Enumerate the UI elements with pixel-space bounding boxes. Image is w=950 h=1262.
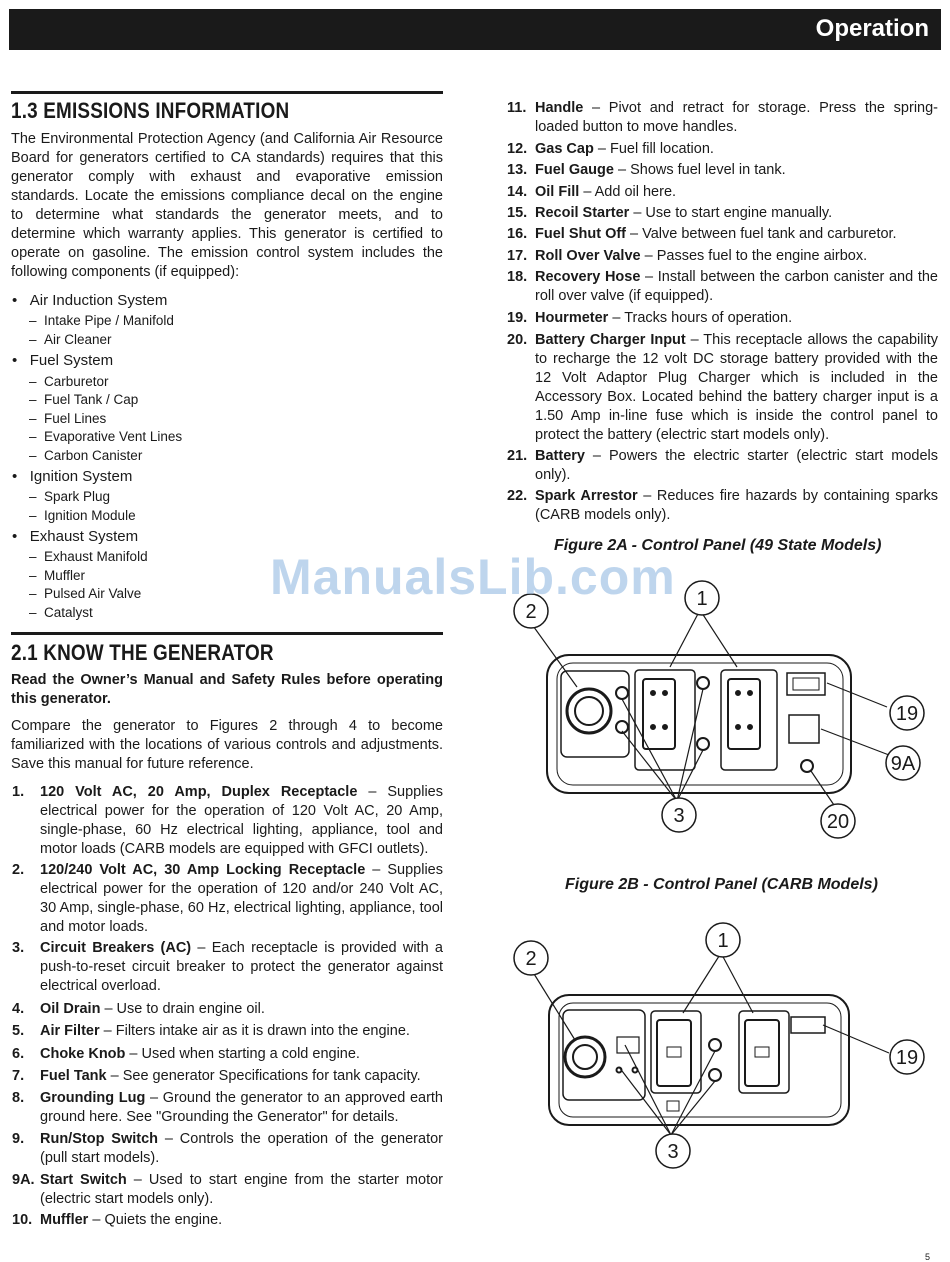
emissions-intro: The Environmental Protection Agency (and… [11,131,443,280]
list-item: 2.120/240 Volt AC, 30 Amp Locking Recept… [12,862,443,935]
figure-2b-control-panel: 1 2 19 3 [513,922,925,1169]
sub-bullet-item: – Ignition Module [29,508,136,523]
figure-2a-control-panel: 2 1 19 9A 3 20 [513,580,925,839]
sub-bullet-item: – Pulsed Air Valve [29,586,142,601]
list-item: 9A.Start Switch – Used to start engine f… [12,1172,443,1207]
list-item: 1.120 Volt AC, 20 Amp, Duplex Receptacle… [12,784,443,857]
locking-receptacle-icon [563,1035,607,1079]
charger-input-icon [800,759,814,773]
list-item: 9.Run/Stop Switch – Controls the operati… [12,1131,443,1166]
list-item: 20.Battery Charger Input – This receptac… [507,332,938,443]
hourmeter-icon [790,1016,826,1034]
list-item: 12.Gas Cap – Fuel fill location. [507,141,714,157]
duplex-receptacle-icon [642,678,676,750]
sub-bullet-item: – Air Cleaner [29,332,112,347]
bullet-item: • Fuel System [12,352,114,369]
page-number: 5 [924,1252,930,1262]
list-item: 18.Recovery Hose – Install between the c… [507,269,938,304]
sub-bullet-item: – Catalyst [29,605,93,620]
heading-emissions: 1.3 EMISSIONS INFORMATION [11,98,290,123]
callout-label: 2 [525,948,536,970]
sub-bullet-item: – Fuel Lines [29,411,107,426]
list-item: 5.Air Filter – Filters intake air as it … [12,1023,410,1039]
bullet-item: • Air Induction System [12,292,168,309]
callout-label: 19 [896,703,918,725]
callout-label: 9A [891,753,916,775]
callout-label: 1 [717,930,728,952]
section-rule [11,632,443,635]
callout-label: 1 [696,588,707,610]
callout-label: 19 [896,1047,918,1069]
callout-label: 2 [525,601,536,623]
panel-outline [548,994,850,1126]
duplex-receptacle-icon [727,678,761,750]
list-item: 19.Hourmeter – Tracks hours of operation… [507,310,793,326]
list-item: 4.Oil Drain – Use to drain engine oil. [12,1001,265,1017]
list-item: 16.Fuel Shut Off – Valve between fuel ta… [507,226,897,242]
compare-paragraph: Compare the generator to Figures 2 throu… [11,718,443,772]
list-item: 22.Spark Arrestor – Reduces fire hazards… [507,488,938,523]
gfci-receptacle-icon [656,1019,692,1087]
list-item: 15.Recoil Starter – Use to start engine … [507,205,833,221]
section-header-bar: Operation [9,9,941,50]
callout-label: 3 [667,1141,678,1163]
panel-outline [546,654,852,794]
list-item: 8.Grounding Lug – Ground the generator t… [12,1090,443,1125]
callout-label: 20 [827,811,849,833]
list-item: 10.Muffler – Quiets the engine. [12,1212,223,1228]
figure-2a-caption: Figure 2A - Control Panel (49 State Mode… [554,537,882,554]
watermark: ManualsLib.com [270,549,676,605]
sub-bullet-item: – Carbon Canister [29,448,143,463]
list-item: 6.Choke Knob – Used when starting a cold… [12,1046,360,1062]
bullet-item: • Ignition System [12,468,133,485]
hourmeter-icon [786,672,826,696]
sub-bullet-item: – Spark Plug [29,489,111,504]
list-item: 13.Fuel Gauge – Shows fuel level in tank… [507,162,786,178]
heading-know-generator: 2.1 KNOW THE GENERATOR [11,640,274,665]
section-title: Operation [815,15,929,42]
list-item: 11.Handle – Pivot and retract for storag… [507,100,938,135]
list-item: 7.Fuel Tank – See generator Specificatio… [12,1068,421,1084]
gfci-receptacle-icon [744,1019,780,1087]
list-item: 14.Oil Fill – Add oil here. [507,184,677,200]
bullet-item: • Exhaust System [12,528,139,545]
section-rule [11,91,443,94]
sub-bullet-item: – Evaporative Vent Lines [29,429,183,444]
sub-bullet-item: – Carburetor [29,374,109,389]
callout-label: 3 [673,805,684,827]
safety-intro: Read the Owner’s Manual and Safety Rules… [11,672,443,707]
figure-2b-caption: Figure 2B - Control Panel (CARB Models) [565,876,878,893]
list-item: 21.Battery – Powers the electric starter… [507,448,938,483]
sub-bullet-item: – Intake Pipe / Manifold [29,313,174,328]
list-item: 3.Circuit Breakers (AC) – Each receptacl… [12,940,443,994]
sub-bullet-item: – Muffler [29,568,86,583]
start-switch-icon [788,714,820,744]
locking-receptacle-icon [565,687,613,735]
sub-bullet-item: – Exhaust Manifold [29,549,148,564]
list-item: 17.Roll Over Valve – Passes fuel to the … [507,248,868,264]
sub-bullet-item: – Fuel Tank / Cap [29,392,139,407]
